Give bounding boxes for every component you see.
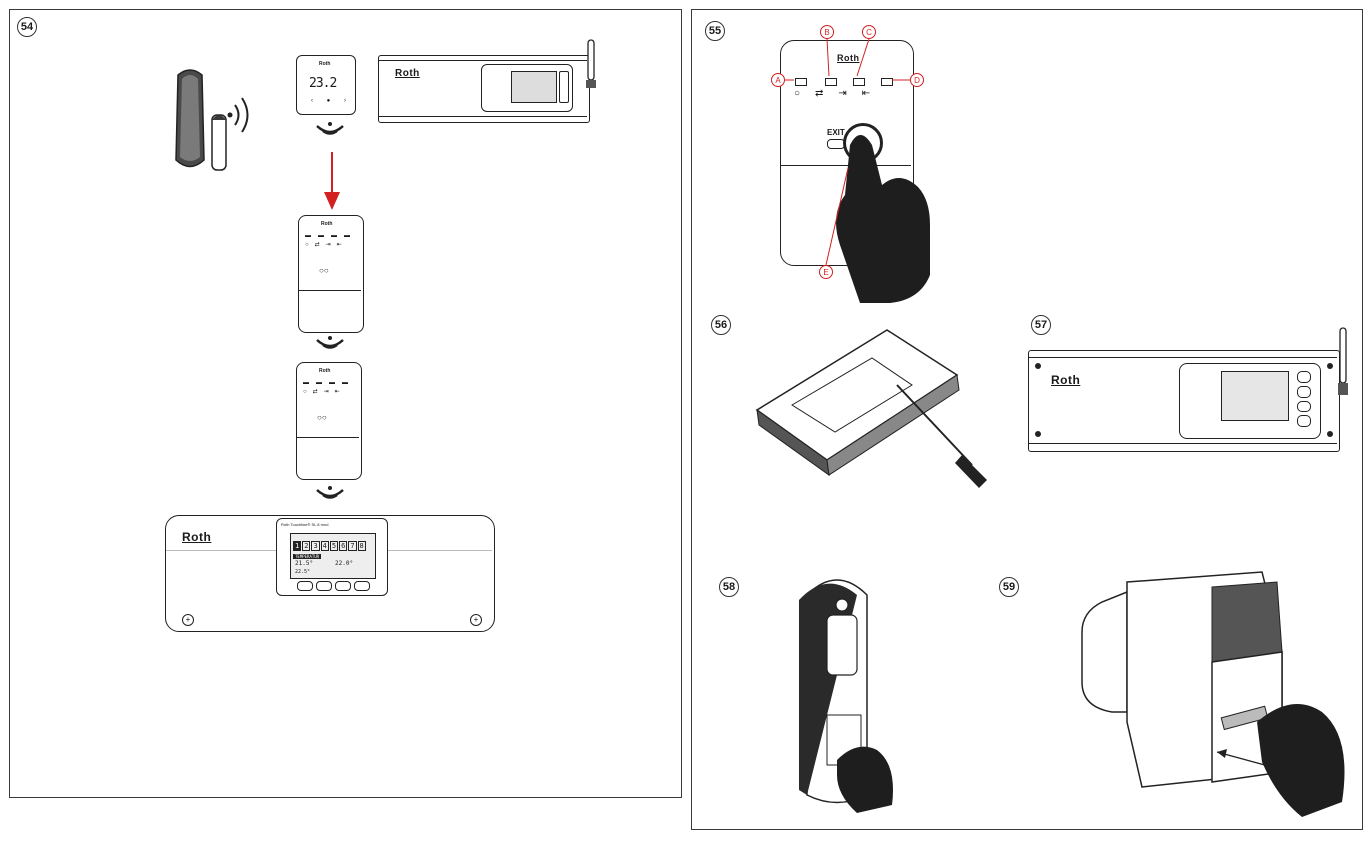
figure-number: 58 xyxy=(719,577,739,597)
figure-number: 59 xyxy=(999,577,1019,597)
controller-buttons xyxy=(1297,371,1311,427)
temp-main: 21.5° xyxy=(295,560,314,567)
led-d xyxy=(881,78,893,86)
led-row: ▬▬▬▬ xyxy=(305,233,357,239)
panel-54: 54 Roth 23.2 ‹ ● › Roth xyxy=(9,9,682,798)
thermostat-display: 23.2 xyxy=(309,76,337,91)
led-symbols: ○⇄⇥⇤ xyxy=(794,88,886,99)
wireless-signal-icon xyxy=(316,122,344,135)
base-controller-small: Roth xyxy=(378,55,590,123)
door-sensor-battery-illustration xyxy=(799,579,893,813)
temp-set: 22.0° xyxy=(335,560,354,567)
room-thermostat: Roth 23.2 ‹ ● › xyxy=(296,55,356,115)
callout-c: C xyxy=(862,25,876,39)
base-controller-side: Roth xyxy=(1028,350,1340,452)
screw-icon xyxy=(1327,363,1333,369)
buttons xyxy=(559,71,569,103)
screw-icon xyxy=(1035,431,1041,437)
controller-lcd: 1 2 3 4 5 6 7 8 TEMPERATUR 21.5° 22.0° 2… xyxy=(290,533,376,579)
callout-a: A xyxy=(771,73,785,87)
exit-ok-buttons: ○○ xyxy=(317,413,327,422)
temp-low: 22.5° xyxy=(295,569,311,575)
figure-number: 55 xyxy=(705,21,725,41)
led-a xyxy=(795,78,807,86)
red-arrow-icon xyxy=(324,152,340,210)
zone: 3 xyxy=(311,541,320,551)
display-housing: Roth Touchline® SL 8 mod 1 2 3 4 5 6 7 8… xyxy=(276,518,388,596)
thermostat-buttons: ‹ ● › xyxy=(311,98,352,104)
repeater-1: Roth ▬▬▬▬ ○⇄⇥⇤ ○○ xyxy=(298,215,364,333)
display-housing xyxy=(481,64,573,112)
zone: 7 xyxy=(348,541,357,551)
controller-header: Roth Touchline® SL 8 mod xyxy=(281,522,329,527)
mode-label: TEMPERATUR xyxy=(293,554,322,559)
callout-lines xyxy=(785,38,910,266)
figure-number: 56 xyxy=(711,315,731,335)
wireless-signal-icon xyxy=(316,486,344,499)
exit-ok-buttons: ○○ xyxy=(319,266,329,275)
led-icons: ○⇄⇥⇤ xyxy=(303,389,346,395)
radiator-actuator-illustration xyxy=(1081,571,1345,817)
zone-row: 1 2 3 4 5 6 7 8 xyxy=(293,541,366,551)
antenna-icon xyxy=(586,39,596,88)
antenna-icon xyxy=(1338,327,1348,395)
lcd-screen xyxy=(511,71,557,103)
roth-logo: Roth xyxy=(395,68,420,79)
screw-icon: + xyxy=(470,614,482,626)
callout-b: B xyxy=(820,25,834,39)
window-sensor-illustration xyxy=(175,69,249,171)
figure-number: 57 xyxy=(1031,315,1051,335)
display-housing xyxy=(1179,363,1321,439)
roth-logo: Roth xyxy=(182,530,212,544)
roth-logo: Roth xyxy=(319,368,331,374)
lcd-screen xyxy=(1221,371,1289,421)
repeater-2: Roth ▬▬▬▬ ○⇄⇥⇤ ○○ xyxy=(296,362,362,480)
zone: 4 xyxy=(320,541,329,551)
zone: 2 xyxy=(302,541,311,551)
led-c xyxy=(853,78,865,86)
base-controller-large: Roth Roth Touchline® SL 8 mod 1 2 3 4 5 … xyxy=(165,515,495,632)
screw-icon xyxy=(1035,363,1041,369)
panel-right: 55 Roth ○⇄⇥⇤ EXIT A B C D E 56 57 xyxy=(691,9,1363,830)
roth-logo: Roth xyxy=(1051,373,1081,387)
finger-pressing-illustration xyxy=(836,135,930,303)
roth-logo: Roth xyxy=(319,61,331,67)
screw-icon xyxy=(1327,431,1333,437)
zone: 8 xyxy=(357,541,366,551)
led-icons: ○⇄⇥⇤ xyxy=(305,242,348,248)
zone: 5 xyxy=(329,541,339,551)
roth-logo: Roth xyxy=(837,53,860,63)
screw-icon: + xyxy=(182,614,194,626)
exit-label: EXIT xyxy=(827,128,845,137)
led-b xyxy=(825,78,837,86)
zone: 1 xyxy=(293,541,302,551)
zone: 6 xyxy=(339,541,348,551)
callout-e: E xyxy=(819,265,833,279)
controller-buttons xyxy=(297,581,370,591)
roth-logo: Roth xyxy=(321,221,333,227)
thermostat-back-screwdriver xyxy=(755,329,987,488)
wireless-signal-icon xyxy=(316,336,344,349)
led-row: ▬▬▬▬ xyxy=(303,380,355,386)
callout-d: D xyxy=(910,73,924,87)
figure-number: 54 xyxy=(17,17,37,37)
